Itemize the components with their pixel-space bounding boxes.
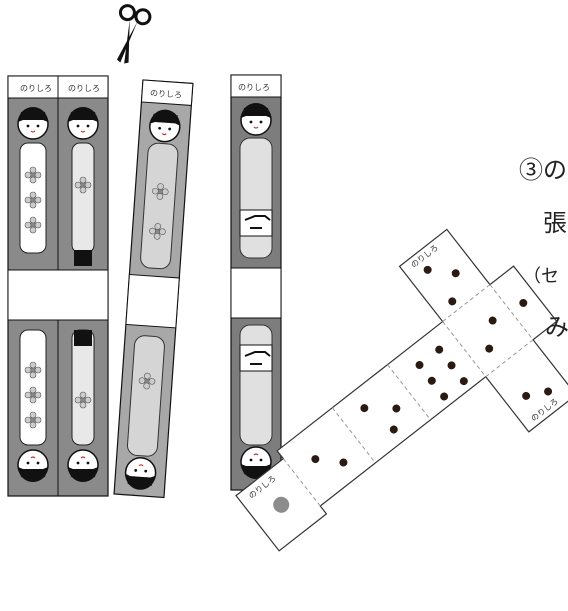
- kokeshi-strip-2: のりしろ: [114, 80, 193, 497]
- instruction-text-line-3: （セ: [523, 262, 559, 288]
- kokeshi-strip-1: のりしろ のりしろ: [8, 76, 108, 496]
- kokeshi-strip-3: のりしろ: [231, 75, 281, 490]
- glue-tab-label: のりしろ: [68, 84, 100, 93]
- scissors-icon: [108, 4, 152, 67]
- instruction-text-line-1: ③の: [519, 150, 567, 185]
- glue-tab-label: のりしろ: [238, 83, 270, 92]
- glue-tab-label: のりしろ: [20, 84, 52, 93]
- instruction-text-line-2: 張: [543, 203, 567, 238]
- instruction-text-line-4: み: [545, 307, 568, 342]
